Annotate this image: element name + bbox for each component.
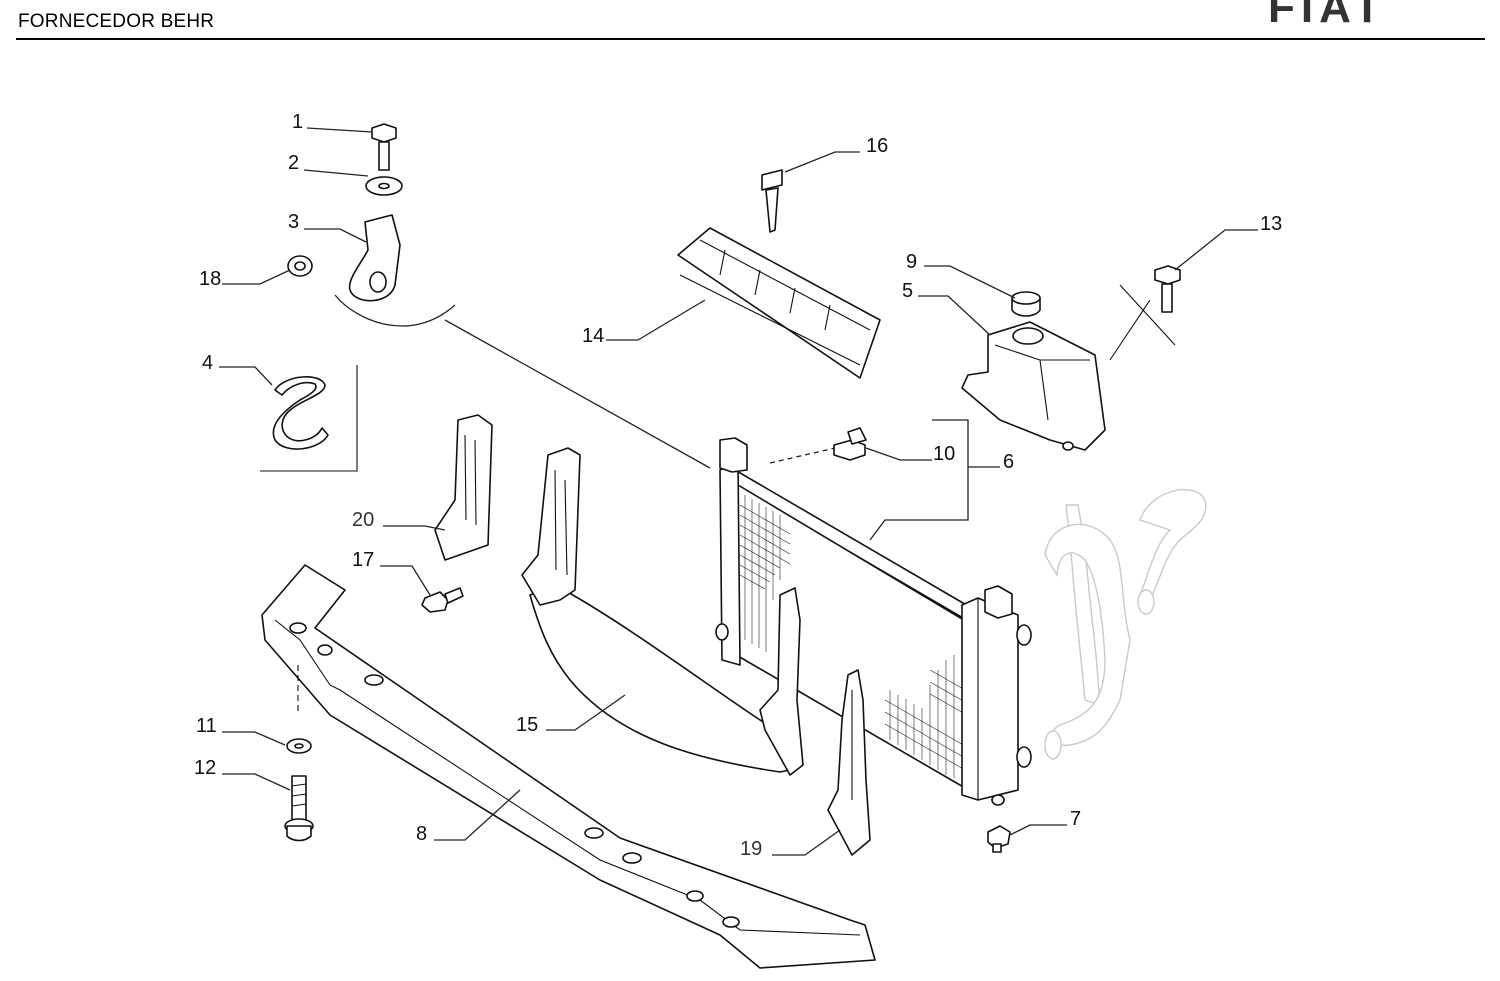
callout-2: 2 (288, 152, 299, 174)
callout-13: 13 (1260, 213, 1282, 235)
brand-logo: FIAT (1268, 0, 1387, 26)
washer-2 (365, 176, 403, 196)
callout-7: 7 (1070, 808, 1081, 830)
ghost-hoses (1044, 488, 1207, 760)
header-divider (16, 38, 1485, 40)
air-shroud (521, 447, 804, 776)
callout-11: 11 (196, 715, 217, 737)
callout-3: 3 (288, 211, 299, 233)
bolt-13 (1109, 265, 1181, 361)
callout-10: 10 (933, 443, 955, 465)
bracket-3 (348, 214, 401, 302)
callout-15: 15 (516, 714, 538, 736)
callout-14: 14 (582, 325, 604, 347)
callout-9: 9 (906, 251, 917, 273)
bolt-1 (371, 123, 397, 171)
upper-deflector (677, 227, 881, 379)
callout-12: 12 (194, 757, 216, 779)
drain-plug-7 (987, 825, 1011, 853)
callout-18: 18 (199, 268, 221, 290)
callout-20: 20 (352, 509, 374, 531)
callout-16: 16 (866, 135, 888, 157)
page-title: FORNECEDOR BEHR (18, 11, 215, 32)
logo-text: FIAT (1268, 0, 1387, 26)
side-deflector-19 (827, 669, 871, 856)
callout-6: 6 (1003, 451, 1014, 473)
callout-4: 4 (202, 352, 213, 374)
clip-4 (260, 365, 358, 472)
callout-8: 8 (416, 823, 427, 845)
leader-lines (219, 127, 1258, 856)
lower-crossmember (261, 564, 876, 969)
side-deflector-20 (434, 414, 493, 561)
callout-17: 17 (352, 549, 374, 571)
push-pin-16 (761, 169, 783, 233)
bush-18 (287, 255, 313, 277)
bolt-17 (421, 587, 464, 613)
washer-11 (286, 738, 312, 754)
callout-5: 5 (902, 280, 913, 302)
bolt-12 (284, 775, 314, 842)
callout-1: 1 (292, 111, 303, 133)
callout-19: 19 (740, 838, 762, 860)
radiator (715, 437, 1032, 806)
expansion-tank (961, 291, 1106, 451)
bolt-10 (833, 427, 867, 461)
callout-labels: 1 2 3 4 5 6 7 8 9 10 11 12 13 14 15 16 1… (194, 111, 1282, 860)
